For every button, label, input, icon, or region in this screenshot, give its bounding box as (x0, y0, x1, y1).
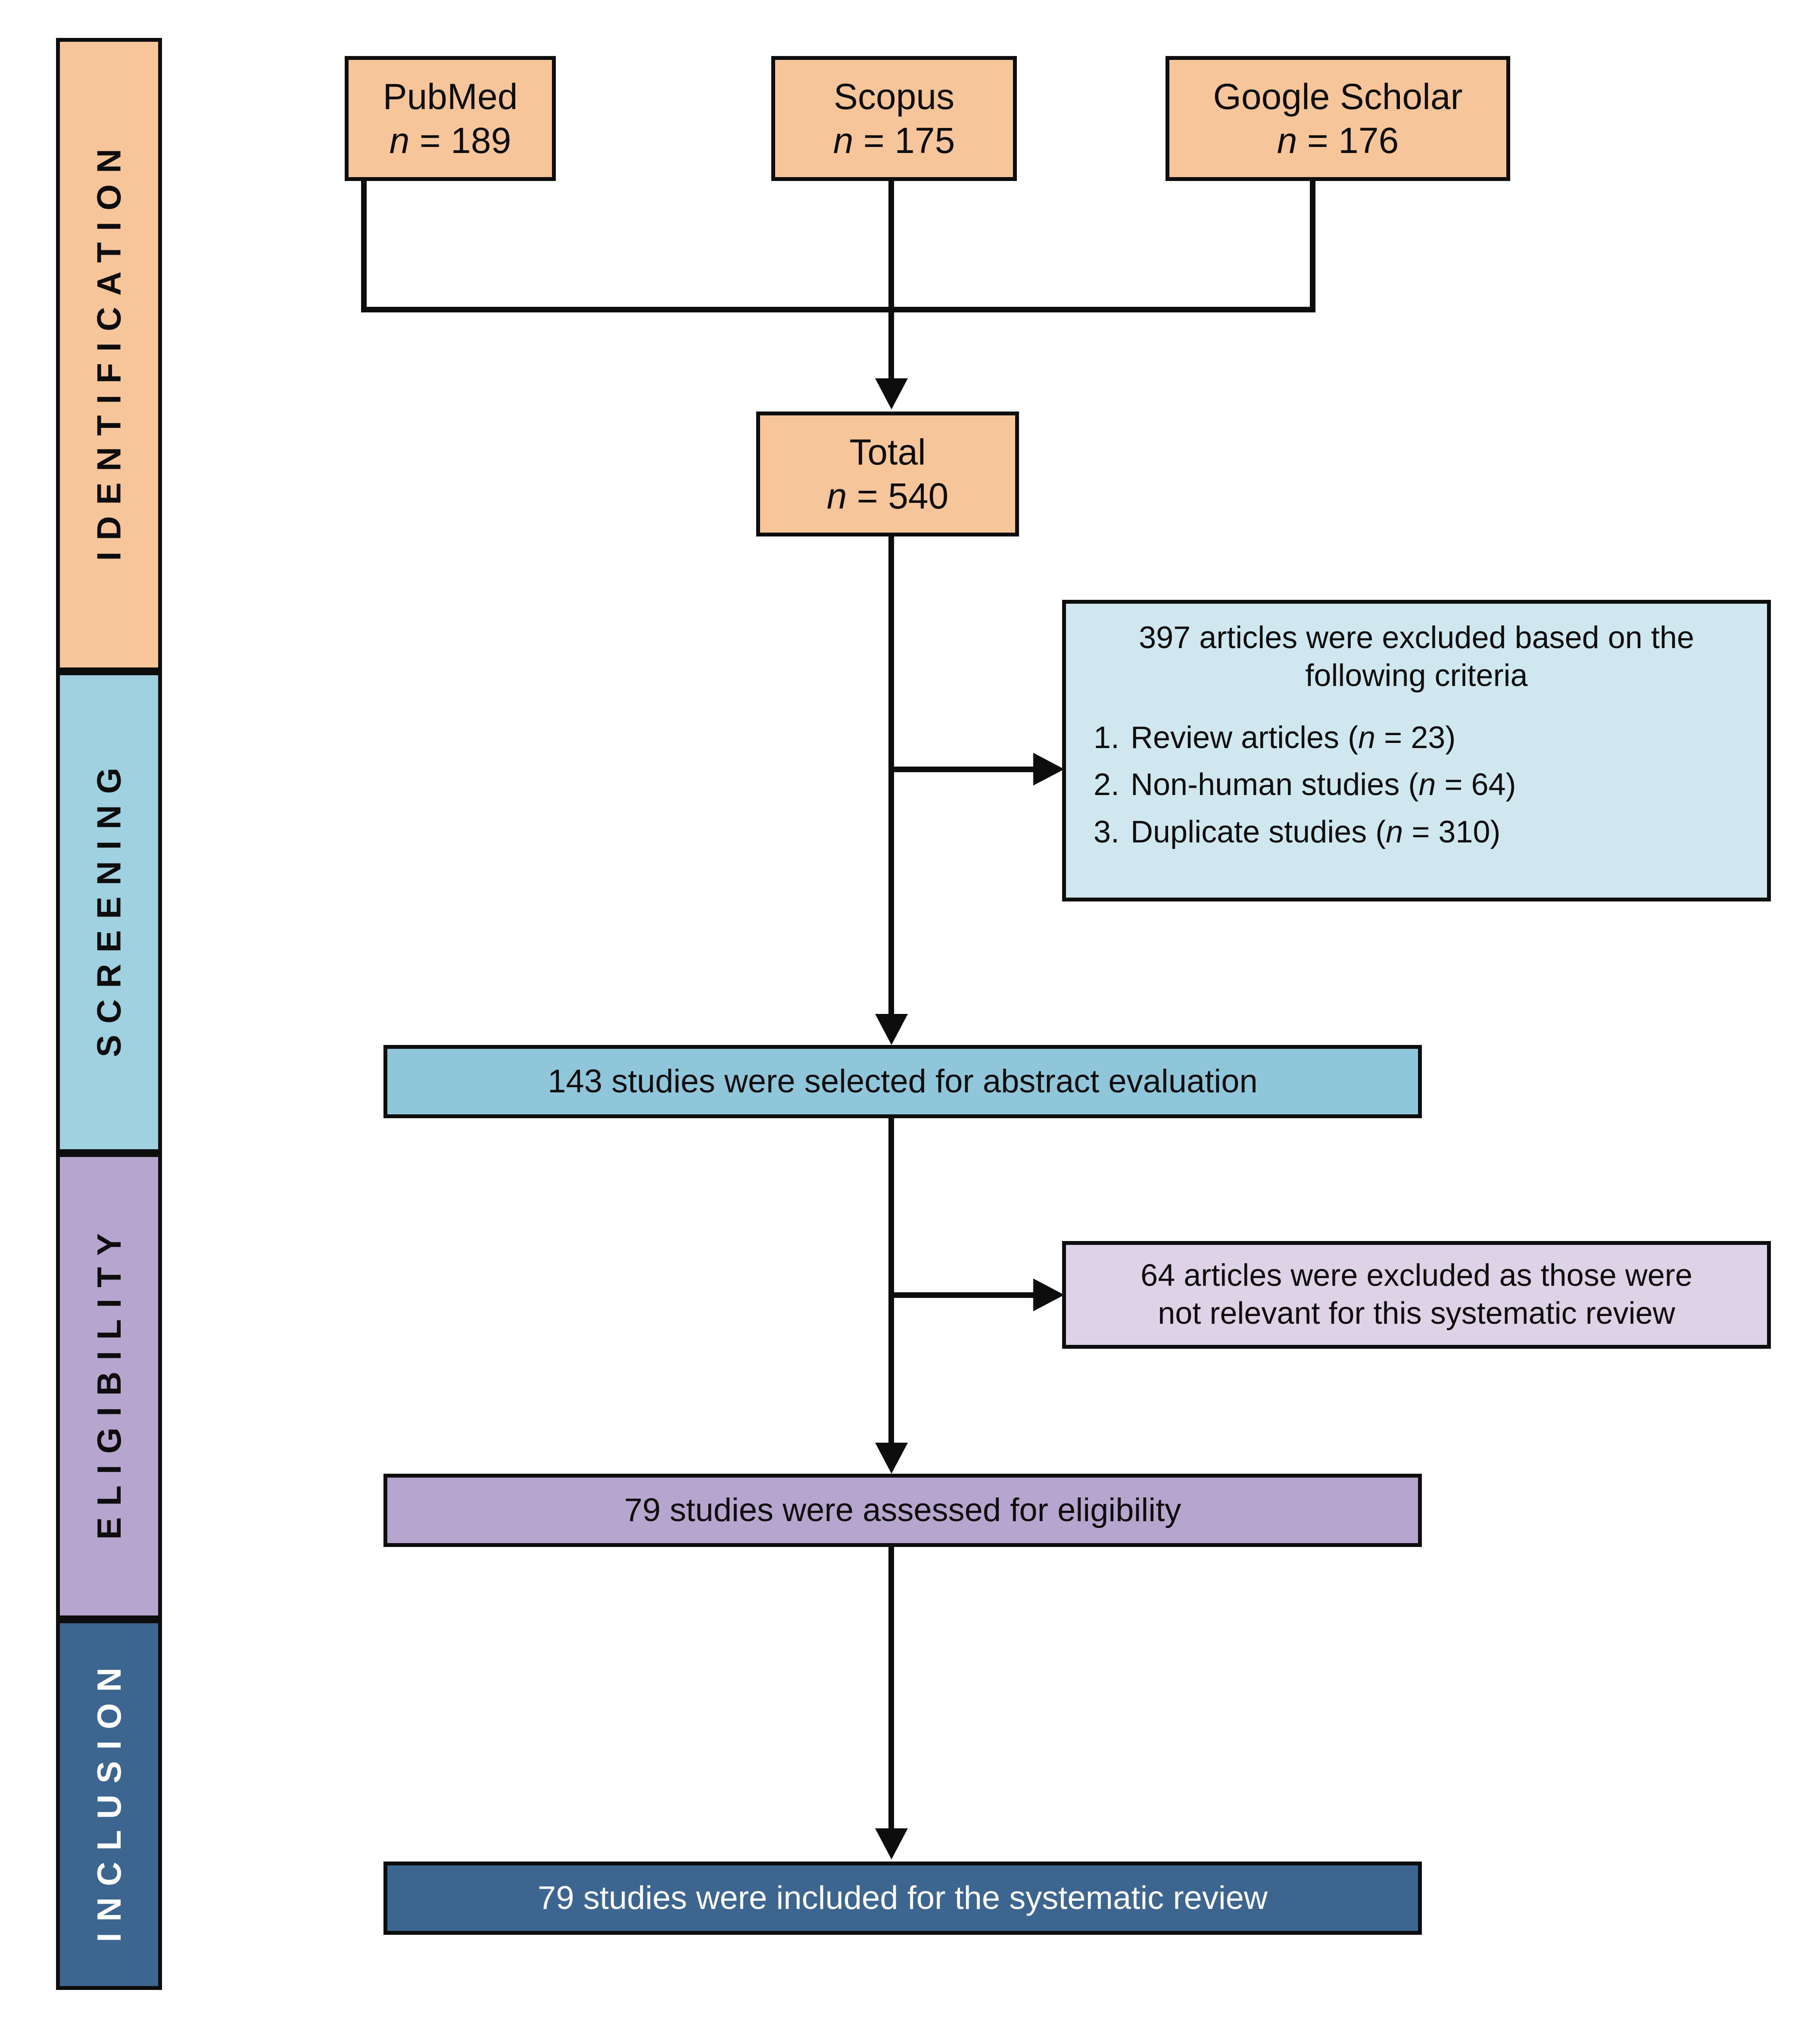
arrowhead-to-total (875, 378, 908, 409)
connector-eligibility-to-included (888, 1547, 894, 1829)
arrowhead-to-abstract-bar (875, 1014, 908, 1045)
criterion-marker: 1. (1094, 720, 1120, 755)
abstract-evaluation-text: 143 studies were selected for abstract e… (548, 1063, 1258, 1100)
arrowhead-to-eligibility-exclusion (1033, 1279, 1064, 1311)
total-box: Total n = 540 (756, 412, 1019, 536)
screening-exclusion-criteria-list: 1. Review articles (n = 23) 2. Non-human… (1083, 719, 1750, 861)
criterion-marker: 3. (1094, 815, 1120, 850)
eligibility-exclusion-box: 64 articles were excluded as those were … (1062, 1241, 1771, 1349)
stage-band-eligibility: ELIGIBILITY (56, 1153, 162, 1619)
arrowhead-to-included-bar (875, 1828, 908, 1859)
exclusion-criterion-item: 2. Non-human studies (n = 64) (1083, 766, 1750, 804)
arrowhead-to-screening-exclusion (1033, 753, 1064, 786)
stage-band-inclusion-label: INCLUSION (90, 1656, 128, 1942)
total-label: Total (849, 431, 926, 472)
arrowhead-to-eligibility-bar (875, 1443, 908, 1474)
source-box-scopus: Scopus n = 175 (771, 56, 1017, 181)
stage-band-inclusion: INCLUSION (56, 1619, 162, 1990)
total-count: n = 540 (826, 476, 949, 516)
criterion-text: Duplicate studies (n = 310) (1131, 815, 1501, 850)
stage-band-screening-label: SCREENING (90, 756, 128, 1057)
connector-total-to-abstract (888, 536, 894, 1015)
eligibility-exclusion-line-1: 64 articles were excluded as those were (1141, 1258, 1692, 1293)
abstract-evaluation-bar: 143 studies were selected for abstract e… (383, 1045, 1422, 1118)
eligibility-assessed-bar: 79 studies were assessed for eligibility (383, 1474, 1422, 1547)
source-count-scopus: n = 175 (833, 120, 955, 161)
stage-band-screening: SCREENING (56, 671, 162, 1153)
criterion-text: Review articles (n = 23) (1131, 720, 1456, 755)
source-name-scopus: Scopus (833, 76, 955, 117)
connector-abstract-to-eligibility (888, 1118, 894, 1444)
source-count-google-scholar: n = 176 (1277, 120, 1399, 161)
connector-pubmed-drop (361, 181, 367, 309)
source-name-pubmed: PubMed (383, 76, 518, 117)
connector-scholar-drop (1310, 181, 1315, 309)
eligibility-exclusion-line-2: not relevant for this systematic review (1158, 1296, 1675, 1331)
source-box-google-scholar: Google Scholar n = 176 (1166, 56, 1510, 181)
connector-scopus-drop (888, 181, 894, 309)
stage-band-eligibility-label: ELIGIBILITY (90, 1222, 128, 1540)
criterion-marker: 2. (1094, 767, 1120, 802)
connector-screening-exclusion-branch (888, 767, 1035, 772)
exclusion-criterion-item: 3. Duplicate studies (n = 310) (1083, 814, 1750, 851)
exclusion-criterion-item: 1. Review articles (n = 23) (1083, 719, 1750, 757)
source-name-google-scholar: Google Scholar (1213, 76, 1463, 117)
criterion-text: Non-human studies (n = 64) (1131, 767, 1516, 802)
connector-eligibility-exclusion-branch (888, 1292, 1035, 1298)
eligibility-assessed-text: 79 studies were assessed for eligibility (624, 1491, 1181, 1528)
connector-merge-rail (361, 307, 1315, 312)
stage-band-identification: IDENTIFICATION (56, 38, 162, 671)
included-studies-bar: 79 studies were included for the systema… (383, 1862, 1422, 1935)
included-studies-text: 79 studies were included for the systema… (538, 1879, 1268, 1916)
stage-band-identification-label: IDENTIFICATION (90, 137, 128, 561)
connector-rail-to-total (888, 307, 894, 380)
source-count-pubmed: n = 189 (389, 120, 511, 161)
screening-exclusion-box: 397 articles were excluded based on the … (1062, 600, 1771, 901)
source-box-pubmed: PubMed n = 189 (345, 56, 556, 181)
screening-exclusion-headline: 397 articles were excluded based on the … (1139, 621, 1694, 693)
